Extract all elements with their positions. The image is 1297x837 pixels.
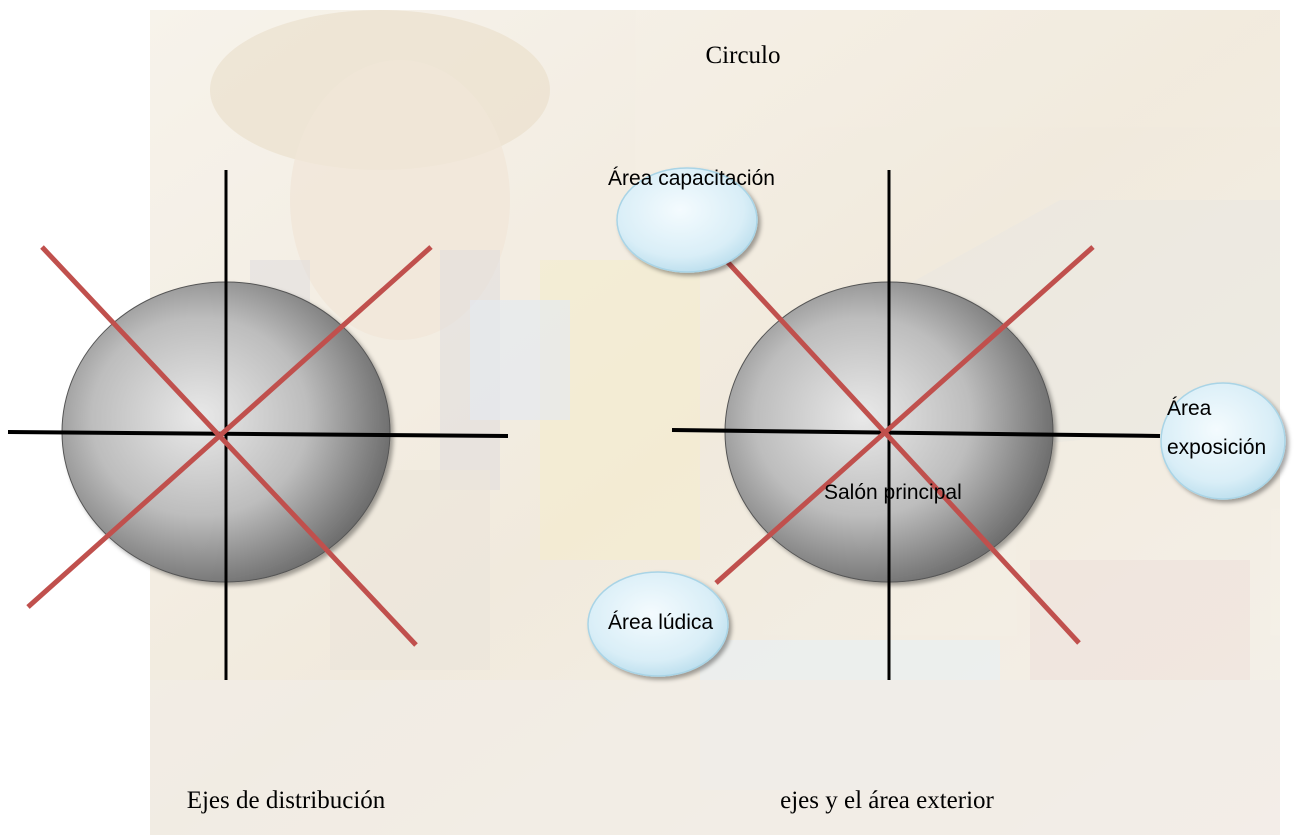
left-diagonal-b: [26, 245, 433, 609]
right-diagonal-b: [714, 245, 1095, 585]
right-diagram: [671, 170, 1161, 680]
center-label: Salón principal: [824, 481, 962, 504]
bubble-exposicion-label-line1: Área: [1167, 397, 1212, 420]
right-horizontal-axis: [671, 428, 1161, 438]
bubble-exposicion: [1160, 382, 1286, 500]
left-caption: Ejes de distribución: [187, 787, 386, 814]
left-diagonal-a: [40, 245, 418, 647]
left-horizontal-axis: [7, 430, 509, 438]
page-title: Circulo: [706, 42, 781, 69]
left-diagram: [7, 170, 509, 680]
bubble-ludica: [587, 571, 729, 677]
right-diagonal-a: [720, 254, 1081, 645]
right-caption: ejes y el área exterior: [780, 787, 994, 814]
bubble-capacitacion: [616, 167, 758, 273]
bubble-capacitacion-label: Área capacitación: [608, 167, 775, 190]
bubble-ludica-label: Área lúdica: [608, 611, 713, 634]
background-photo: [150, 10, 1280, 835]
bubble-exposicion-label-line2: exposición: [1167, 436, 1266, 459]
